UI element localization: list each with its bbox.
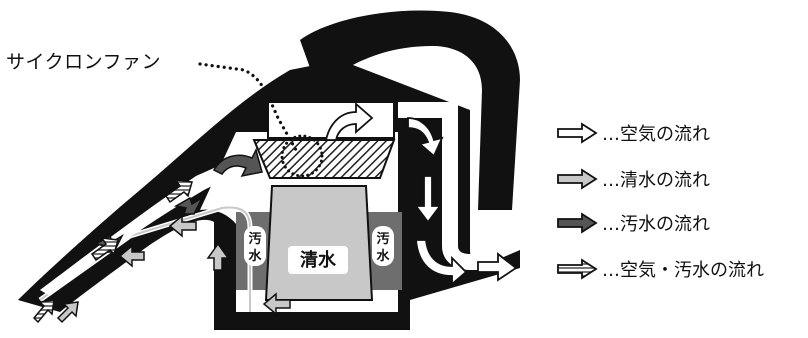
dirty-right-char-2: 水 <box>376 248 390 264</box>
legend-dirty-water-label: …汚水の流れ <box>602 210 710 236</box>
legend-dirty-water: …汚水の流れ <box>556 210 710 236</box>
cyclone-fan-callout: サイクロンファン <box>6 47 161 74</box>
arrow-light-gray-icon <box>556 168 600 190</box>
clean-water-label: 清水 <box>300 249 337 271</box>
cyclone-fan <box>254 140 394 178</box>
legend-air-label: …空気の流れ <box>602 120 710 146</box>
legend-air-dirty: …空気・汚水の流れ <box>556 256 764 282</box>
dirty-left-char-1: 汚 <box>248 231 261 247</box>
nozzle-channel <box>40 160 236 296</box>
dirty-right-char-1: 汚 <box>376 231 389 247</box>
arrow-dark-gray-icon <box>556 212 600 234</box>
arrow-striped-icon <box>556 258 600 280</box>
legend-clean-water-label: …清水の流れ <box>602 166 710 192</box>
legend-clean-water: …清水の流れ <box>556 166 710 192</box>
legend-air: …空気の流れ <box>556 120 710 146</box>
arrow-outline-white-icon <box>556 122 600 144</box>
legend-air-dirty-label: …空気・汚水の流れ <box>602 256 764 282</box>
dirty-left-char-2: 水 <box>248 248 262 264</box>
dirty-water-label-right: 汚 水 <box>372 226 394 266</box>
dirty-water-label-left: 汚 水 <box>244 226 266 266</box>
clean-water-tank <box>266 186 372 300</box>
